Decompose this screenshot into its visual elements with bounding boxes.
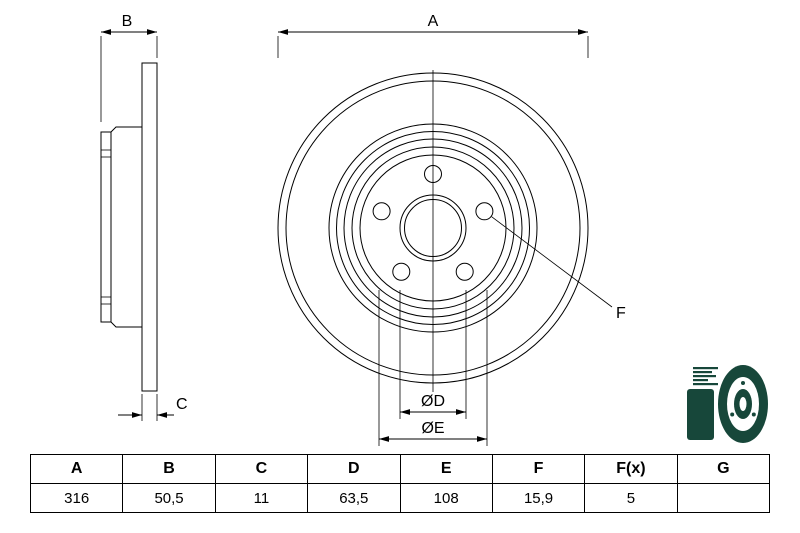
value-cell-e: 108 — [399, 483, 493, 513]
dimension-table: A B C D E F F(x) G 316 50,5 11 63,5 108 … — [29, 454, 771, 513]
hub-section-outline — [100, 126, 142, 328]
dimension-labels: A B C ØD ØE F — [122, 13, 626, 437]
dim-a-label: A — [428, 13, 439, 30]
value-cell-f: 15,9 — [491, 483, 586, 513]
dim-d-label: ØD — [421, 393, 445, 410]
value-cell-a: 316 — [29, 483, 124, 513]
value-cell-d: 63,5 — [307, 483, 401, 513]
header-cell-e: E — [399, 454, 493, 484]
header-cell-a: A — [29, 454, 124, 484]
drawing-lines — [100, 29, 613, 446]
header-cell-f: F — [491, 454, 586, 484]
dim-b — [100, 29, 158, 122]
header-cell-d: D — [307, 454, 401, 484]
package-box-icon — [687, 389, 714, 440]
value-cell-c: 11 — [214, 483, 309, 513]
label-stripes-icon — [693, 367, 718, 386]
dim-b-label: B — [122, 13, 133, 30]
header-cell-c: C — [214, 454, 309, 484]
header-cell-g: G — [676, 454, 771, 484]
dim-d — [399, 290, 467, 419]
dim-e — [378, 290, 488, 446]
disc-ring-section — [141, 62, 158, 392]
dim-e-label: ØE — [421, 420, 444, 437]
value-cell-g — [676, 483, 771, 513]
dim-a — [277, 29, 589, 58]
drawing-area: A B C ØD ØE F — [100, 13, 768, 446]
bolt-hole-left — [372, 202, 391, 221]
disc-pictogram — [718, 365, 768, 443]
brake-disc-technical-drawing: A B C ØD ØE F — [100, 13, 768, 446]
value-cell-fx: 5 — [584, 483, 678, 513]
bolt-hole-right — [475, 202, 494, 221]
dim-f-leader-line — [491, 216, 613, 308]
dim-c — [118, 394, 174, 421]
dim-c-label: C — [176, 396, 188, 413]
header-cell-b: B — [122, 454, 216, 484]
bolt-hole-bottom-left — [392, 262, 411, 281]
table-header-row: A B C D E F F(x) G — [29, 454, 771, 484]
brake-disc-icon — [687, 365, 768, 443]
dim-f-label: F — [616, 305, 626, 322]
bolt-hole-bottom-right — [455, 262, 474, 281]
table-value-row: 316 50,5 11 63,5 108 15,9 5 — [29, 483, 771, 513]
header-cell-fx: F(x) — [584, 454, 678, 484]
front-view — [277, 70, 589, 392]
value-cell-b: 50,5 — [122, 483, 216, 513]
side-view — [100, 62, 158, 392]
